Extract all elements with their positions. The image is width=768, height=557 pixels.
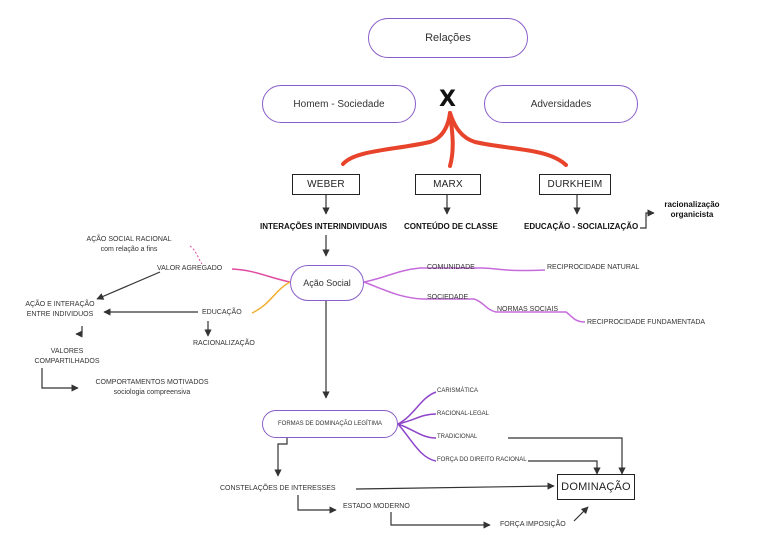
x-symbol: X [439,87,456,112]
acao-social-node: Ação Social [290,265,364,301]
marx-box: MARX [415,174,481,195]
comunidade-label: COMUNIDADE [427,264,475,271]
formas-dominacao-label: FORMAS DE DOMINAÇÃO LEGÍTIMA [277,421,382,427]
estado-moderno-label: ESTADO MODERNO [343,503,410,510]
reciprocidade-fundamentada-label: RECIPROCIDADE FUNDAMENTADA [587,319,706,326]
durkheim-box: DURKHEIM [539,174,611,195]
forca-direito-label: FORÇA DO DIREITO RACIONAL [437,457,527,463]
adversidades-label: Adversidades [530,98,592,110]
entre-individuos-line: ENTRE INDIVIDUOS [26,311,94,318]
comportamentos-line: COMPORTAMENTOS MOTIVADOS [95,379,209,386]
constelacoes-label: CONSTELAÇÕES DE INTERESSES [220,485,336,492]
relacoes-node: Relações [368,18,528,58]
racional-legal-label: RACIONAL-LEGAL [437,411,490,417]
conteudo-classe-label: CONTEÚDO DE CLASSE [404,222,498,231]
acao-interacao-line: AÇÃO E INTERAÇÃO [25,301,95,308]
acao-racional-line: AÇÃO SOCIAL RACIONAL [86,236,172,243]
valor-agregado-label: VALOR AGREGADO [157,265,223,272]
dominacao-connectors [274,437,626,529]
acao-social-branches [189,245,586,323]
tradicional-label: TRADICIONAL [437,434,478,440]
x-branches [341,111,568,168]
valores-line: VALORES [50,348,84,355]
formas-branches [397,391,437,462]
dominacao-box: DOMINAÇÃO [557,474,635,500]
acao-interacao-label: AÇÃO E INTERAÇÃO ENTRE INDIVIDUOS [20,300,100,320]
formas-dominacao-node: FORMAS DE DOMINAÇÃO LEGÍTIMA [262,410,398,438]
racionalizacao-organicista: racionalização organicista [660,200,724,220]
forca-imposicao-label: FORÇA IMPOSIÇÃO [500,521,566,528]
educacao-socializacao-label: EDUCAÇÃO - SOCIALIZAÇÃO [524,222,639,231]
homem-sociedade-label: Homem - Sociedade [293,98,385,110]
reciprocidade-natural-label: RECIPROCIDADE NATURAL [547,264,640,271]
relacao-fins-line: com relação a fins [100,246,158,253]
interacoes-interindividuais-label: INTERAÇÕES INTERINDIVIDUAIS [260,222,388,231]
carismatica-label: CARISMÁTICA [437,388,479,394]
valores-compartilhados-label: VALORES COMPARTILHADOS [22,347,112,367]
durkheim-label: DURKHEIM [547,179,603,190]
organicista-line: organicista [670,210,714,219]
comportamentos-motivados-label: COMPORTAMENTOS MOTIVADOS sociologia comp… [82,378,222,398]
homem-sociedade-node: Homem - Sociedade [262,85,416,123]
compartilhados-line: COMPARTILHADOS [34,358,100,365]
left-arrows [41,271,212,392]
acao-social-label: Ação Social [303,278,351,288]
dominacao-label: DOMINAÇÃO [561,481,631,493]
adversidades-node: Adversidades [484,85,638,123]
racionalizacao-label: RACIONALIZAÇÃO [193,340,255,347]
sociologia-compreensiva-line: sociologia compreensiva [113,389,191,396]
weber-label: WEBER [307,179,345,190]
marx-label: MARX [433,179,463,190]
weber-box: WEBER [292,174,360,195]
author-arrows [322,195,655,257]
racionalizacao-line: racionalização [664,200,720,209]
sociedade-label: SOCIEDADE [427,294,469,301]
normas-sociais-label: NORMAS SOCIAIS [497,306,559,313]
educacao-label: EDUCAÇÃO [202,309,242,316]
acao-social-racional: AÇÃO SOCIAL RACIONAL com relação a fins [60,235,198,255]
relacoes-label: Relações [425,32,471,44]
